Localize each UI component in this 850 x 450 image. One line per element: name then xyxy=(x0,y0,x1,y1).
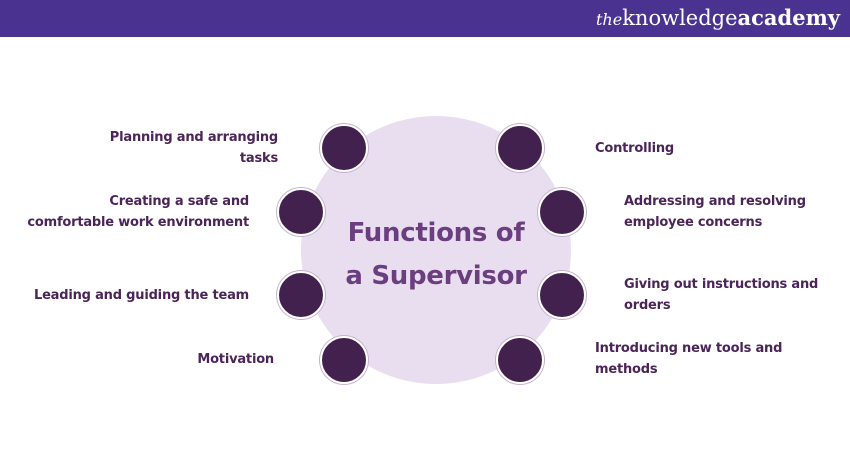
diagram-title: Functions of a Supervisor xyxy=(301,212,571,298)
node-controlling xyxy=(496,124,544,172)
node-motivation xyxy=(320,336,368,384)
label-planning: Planning and arranging tasks xyxy=(109,130,278,166)
label-instructions: Giving out instructions and orders xyxy=(624,277,819,313)
node-addressing-concerns xyxy=(538,188,586,236)
label-motivation: Motivation xyxy=(197,352,274,367)
header-bar: theknowledgeacademy xyxy=(0,0,850,37)
label-addressing-concerns: Addressing and resolving employee concer… xyxy=(624,194,806,230)
node-instructions xyxy=(538,271,586,319)
brand-academy: academy xyxy=(737,5,840,30)
label-controlling: Controlling xyxy=(595,141,675,156)
diagram-title-line2: a Supervisor xyxy=(345,261,527,291)
node-safe-environment xyxy=(277,188,325,236)
node-new-tools xyxy=(496,336,544,384)
label-safe-environment: Creating a safe and comfortable work env… xyxy=(27,194,249,230)
node-leading xyxy=(277,271,325,319)
diagram-title-line1: Functions of xyxy=(347,218,525,248)
label-new-tools: Introducing new tools and methods xyxy=(595,341,783,377)
node-planning xyxy=(320,124,368,172)
brand-the: the xyxy=(596,10,623,29)
brand-logo[interactable]: theknowledgeacademy xyxy=(596,4,840,34)
brand-knowledge: knowledge xyxy=(622,6,738,30)
label-leading: Leading and guiding the team xyxy=(33,288,249,303)
